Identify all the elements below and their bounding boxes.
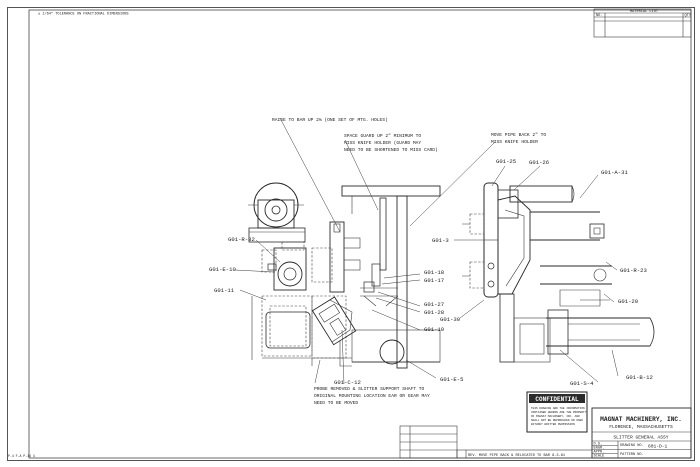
note-move-pipe-2: MISS KNIFE HOLDER <box>491 139 538 145</box>
note-space-guard-2: MISS KNIFE HOLDER (GUARD MAY <box>344 140 421 146</box>
right-front-view <box>462 182 655 363</box>
label-g01-18: G01-18 <box>424 269 444 276</box>
label-g01-30: G01-30 <box>440 316 461 323</box>
confidential-title: CONFIDENTIAL <box>535 396 579 403</box>
company-name: MAGNAT MACHINERY, INC. <box>600 416 682 423</box>
drive-gear <box>277 261 303 287</box>
note-bottom-3: NEED TO BE MOVED <box>314 400 358 406</box>
label-g01-e-5: G01-E-5 <box>440 376 464 383</box>
lower-shaft <box>546 317 650 347</box>
drawing-title: SLITTER GENERAL ASSY <box>613 435 668 441</box>
material-list: MATERIAL LIST NO. QTY <box>593 8 692 38</box>
note-space-guard-1: SPACE GUARD UP 2" MINIMUM TO <box>344 133 421 139</box>
cell-ds: D.S. <box>594 443 603 447</box>
material-list-header-no: NO. <box>596 14 602 18</box>
label-g01-r-32: G01-R-32 <box>228 236 255 243</box>
leader-lines <box>234 117 619 385</box>
note-bottom-2: ORIGINAL MOUNTING LOCATION EAR OR GEAR M… <box>314 393 430 399</box>
label-g01-e-10: G01-E-10 <box>209 266 236 273</box>
label-g01-25: G01-25 <box>496 158 516 165</box>
top-bar <box>341 185 441 197</box>
note-bottom-1: PROBE REMOVED & SLITTER SUPPORT SHAFT TO <box>314 386 425 392</box>
margin-note: P-4 F-A P-14 4 <box>8 454 35 458</box>
cell-appr: APPR. <box>594 451 605 455</box>
label-g01-20: G01-20 <box>618 298 639 305</box>
confidential-line-3: OF MAGNAT MACHINERY, INC. AND <box>531 415 580 418</box>
confidential-line-5: WITHOUT WRITTEN PERMISSION <box>531 423 575 426</box>
label-g01-11: G01-11 <box>214 287 235 294</box>
label-g01-26: G01-26 <box>529 159 549 166</box>
inner-border <box>28 9 692 459</box>
material-list-title: MATERIAL LIST <box>630 10 659 14</box>
knife-holder <box>311 296 357 346</box>
confidential-stamp: CONFIDENTIAL THIS DRAWING AND THE INFORM… <box>526 391 588 433</box>
title-block: MAGNAT MACHINERY, INC. FLORENCE, MASSACH… <box>591 407 692 459</box>
tolerance-note: ± 1/64" TOLERANCE ON FRACTIONAL DIMENSIO… <box>38 12 129 17</box>
label-g01-c-12: G01-C-12 <box>334 379 361 386</box>
label-g01-27: G01-27 <box>424 301 444 308</box>
label-g01-a-31: G01-A-31 <box>601 169 628 176</box>
revision-note: REV. MOVE PIPE BACK & RELOCATED TO BAR 8… <box>468 454 565 458</box>
cell-engr: ENGR. <box>594 447 605 451</box>
company-city: FLORENCE, MASSACHUSETTS <box>609 424 673 430</box>
label-g01-s-4: G01-S-4 <box>570 380 594 387</box>
confidential-line-1: THIS DRAWING AND THE INFORMATION <box>531 407 585 410</box>
label-g01-b-12: G01-B-12 <box>626 374 653 381</box>
note-raise: RAISE TO BAR UP 2⅛ (ONE SET OF MTG. HOLE… <box>272 117 388 123</box>
label-g01-17: G01-17 <box>424 277 444 284</box>
label-g01-19: G01-19 <box>424 326 444 333</box>
cell-scale: SCALE <box>594 455 605 459</box>
note-space-guard-3: NEED TO BE SHORTENED TO MISS CARD) <box>344 147 438 153</box>
label-g01-28: G01-28 <box>424 309 444 316</box>
outer-border <box>7 7 695 461</box>
drawing-no: 601-D-1 <box>648 444 668 450</box>
pattern-no-label: PATTERN NO. <box>620 453 644 457</box>
guard-plate <box>379 197 387 271</box>
confidential-line-2: CONTAINED HEREON ARE THE PROPERTY <box>531 411 587 414</box>
label-g01-r-23: G01-R-23 <box>620 267 647 274</box>
confidential-line-4: SHALL NOT BE REPRODUCED OR USED <box>531 419 583 422</box>
material-list-header-qty: QTY <box>685 14 692 18</box>
revision-strip: REV. MOVE PIPE BACK & RELOCATED TO BAR 8… <box>399 425 593 459</box>
note-move-pipe-1: MOVE PIPE BACK 2" TO <box>491 132 546 138</box>
pipe <box>509 185 573 203</box>
drawing-no-label: DRAWING NO. <box>620 444 644 448</box>
base-roll <box>379 339 405 365</box>
left-side-view <box>248 182 441 369</box>
label-g01-3: G01-3 <box>432 237 449 244</box>
